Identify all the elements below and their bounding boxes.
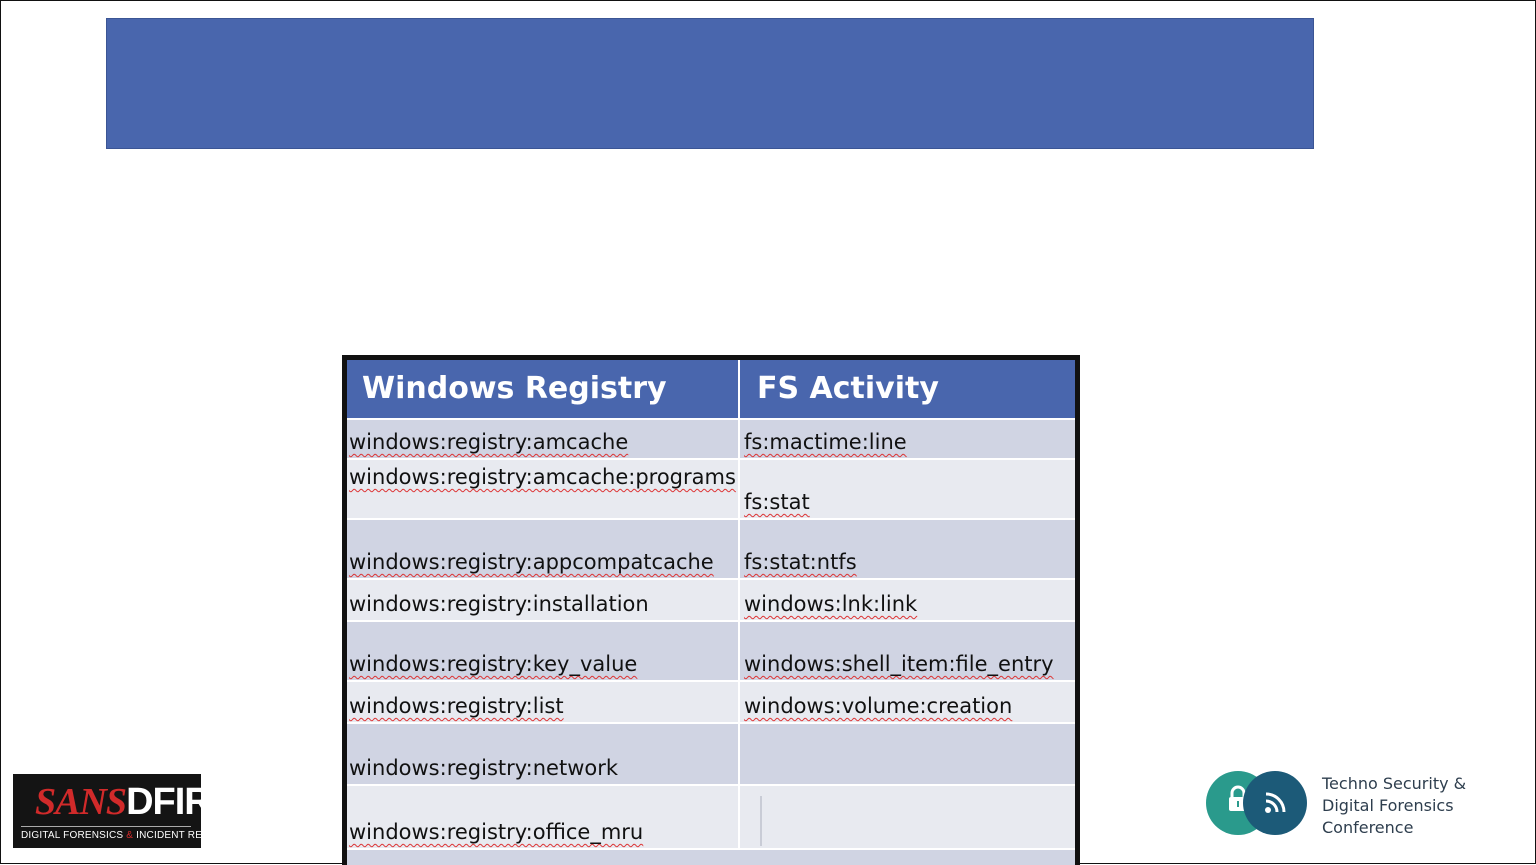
header-windows-registry: Windows Registry: [347, 360, 740, 418]
registry-cell: windows:registry:key_value: [347, 622, 740, 680]
signal-circle: [1243, 771, 1307, 835]
dfir-wordmark: DFIR: [126, 781, 212, 823]
fs-cell: [742, 786, 1075, 848]
fs-cell: windows:lnk:link: [744, 592, 918, 616]
title-banner: [106, 18, 1314, 149]
table-row: windows:registry:amcache fs:mactime:line: [347, 420, 1075, 460]
table-header: Windows Registry FS Activity: [347, 360, 1075, 420]
registry-cell: windows:registry:office_mru: [347, 786, 740, 848]
artifact-table: Windows Registry FS Activity windows:reg…: [347, 360, 1075, 865]
fs-cell: [742, 724, 1075, 784]
fs-cell: fs:stat: [744, 490, 810, 514]
conference-name: Techno Security & Digital Forensics Conf…: [1322, 774, 1467, 837]
header-fs-activity: FS Activity: [757, 371, 939, 406]
table-row: windows:registry:key_value windows:shell…: [347, 622, 1075, 682]
wireless-icon: [1265, 792, 1286, 813]
sans-dfir-logo: SANSDFIR DIGITAL FORENSICS & INCIDENT RE…: [13, 774, 245, 848]
table-row: windows:registry:installation windows:ln…: [347, 580, 1075, 622]
registry-cell: windows:registry:list: [347, 682, 740, 722]
artifact-table-image: Windows Registry FS Activity windows:reg…: [342, 355, 1080, 865]
registry-cell: windows:registry:amcache: [347, 420, 740, 458]
registry-cell: windows:registry:appcompatcache: [347, 520, 740, 578]
techno-security-logo: Techno Security & Digital Forensics Conf…: [1203, 771, 1493, 837]
sans-tagline: DIGITAL FORENSICS & INCIDENT RESPONSE: [21, 830, 245, 841]
table-row: windows:registry:list windows:volume:cre…: [347, 682, 1075, 724]
fs-cell: windows:shell_item:file_entry: [744, 652, 1054, 676]
fs-cell: windows:volume:creation: [744, 694, 1013, 718]
registry-cell: windows:registry:installation: [347, 580, 740, 620]
fs-cell: fs:stat:ntfs: [744, 550, 857, 574]
table-row: windows:registry:appcompatcache fs:stat:…: [347, 520, 1075, 580]
table-row: windows:registry:network: [347, 724, 1075, 786]
text-cursor: [760, 796, 762, 846]
fs-cell: fs:mactime:line: [744, 430, 907, 454]
table-row: windows:registry:amcache:programs fs:sta…: [347, 460, 1075, 520]
logo-divider: [21, 826, 191, 827]
registry-cell: windows:registry:amcache:programs: [347, 460, 740, 518]
table-row: windows:registry:office_mru: [347, 786, 1075, 850]
table-row-partial: [347, 850, 1075, 865]
registry-cell: windows:registry:network: [347, 724, 740, 784]
sans-wordmark: SANS: [35, 781, 127, 823]
